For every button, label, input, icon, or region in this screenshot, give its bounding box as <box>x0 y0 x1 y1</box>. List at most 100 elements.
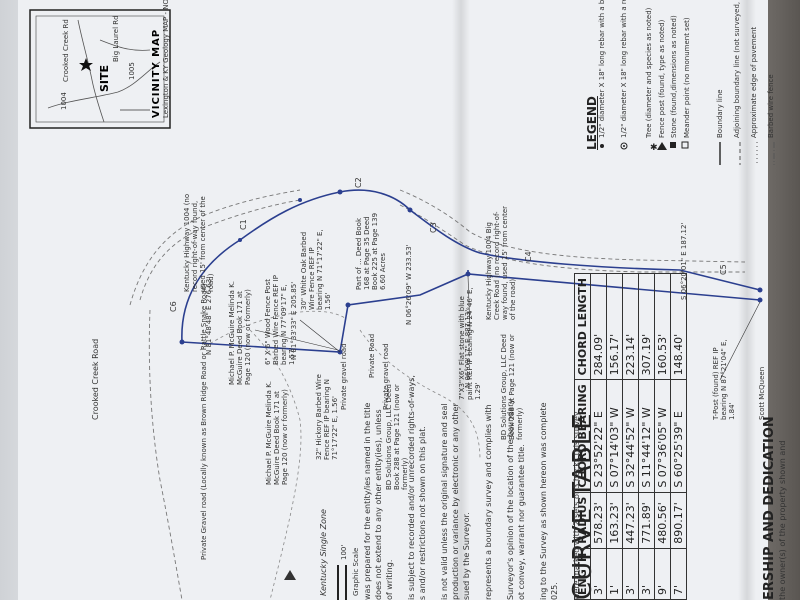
curve-label: C1 <box>239 219 248 230</box>
paper-fold <box>738 0 756 600</box>
north-arrow-icon <box>284 570 296 580</box>
note-line: does not extend to any other entity(ies)… <box>374 409 383 600</box>
curve-label: C3 <box>429 222 438 233</box>
white-oak-label: 30" White Oak Barbed Wire Fence REF IP b… <box>300 229 332 310</box>
curve-label: C2 <box>354 177 363 188</box>
adjoining-boundary <box>399 204 745 273</box>
leader-line <box>719 301 761 381</box>
note-line: is not valid unless the original signatu… <box>440 403 449 600</box>
iron-pin-marker <box>337 189 343 195</box>
table-cell: S 07°36'05" W <box>654 379 671 493</box>
table-cell: 7' <box>670 548 687 600</box>
note-line: is subject to recorded and/or unrecorded… <box>407 375 416 600</box>
note-line: production or variance by electronic or … <box>451 403 460 600</box>
rebar-blue-cap-icon <box>600 144 604 148</box>
note-line <box>527 375 538 600</box>
bearing-label: N 06°26'09" W 233.53' <box>405 244 413 325</box>
note-line <box>560 375 571 600</box>
iron-pin-marker <box>238 238 242 242</box>
iron-pin-marker <box>757 297 763 303</box>
legend-item: Meander point (no monument set) <box>683 17 691 138</box>
note-line: represents a boundary survey and complie… <box>484 404 493 600</box>
legend-item: 1/2" diameter X 18" long rebar with a re… <box>620 0 629 138</box>
vicinity-map-title: VICINITY MAP <box>151 28 162 118</box>
iron-pin-marker <box>465 271 471 277</box>
site-star-icon <box>79 58 93 71</box>
road-label: Crooked Creek Road <box>91 338 100 420</box>
table-cell: 163.23' <box>606 492 623 549</box>
highway-label: Kentucky Highway 1004 Big Creek Road (no… <box>485 205 517 320</box>
iron-pin-marker <box>407 207 413 213</box>
table-cell: 307.19' <box>638 273 655 380</box>
scale-value: 100' <box>340 544 348 560</box>
rebar-red-cap-icon <box>620 142 628 150</box>
vicinity-scale-note: Lexington & KY Geology MAP - NO SCALE <box>162 0 170 118</box>
legend-item: Adjoining boundary line (not surveyed, p… <box>733 0 741 138</box>
table-cell: 480.56' <box>654 492 671 549</box>
note-line: s and/or restrictions not shown on this … <box>418 426 427 600</box>
bearing-label: N 81°48'48" E 276.63' <box>205 276 213 355</box>
curve-label: C4 <box>524 251 533 262</box>
vicinity-road-label: 1005 <box>128 62 136 80</box>
ownership-section: ERSHIP AND DEDICATION the owner(s) of th… <box>762 416 788 600</box>
legend-item: Barbed wire fence <box>767 74 775 138</box>
adjoining-boundary <box>249 329 302 600</box>
legend-items: 1/2" diameter X 18" long rebar with a bl… <box>598 0 607 138</box>
table-cell: S 07°14'03" W <box>606 379 623 493</box>
note-line: ot convey, warrant nor guarantee title. <box>517 444 526 600</box>
note-line: were marked with 2 sets of 3 hacks this … <box>572 411 581 600</box>
vicinity-site-label-group: SITE <box>98 65 111 92</box>
legend-item: Tree (diameter and species as noted) <box>645 7 653 138</box>
note-line: of writing. <box>385 559 394 600</box>
note-line: ing to the Survey as shown hereon was co… <box>539 402 548 600</box>
stone-icon <box>670 142 676 148</box>
table-cell: 890.17' <box>670 492 687 549</box>
meander-point-icon <box>681 141 689 149</box>
note-line: Surveyor's opinion of the location of th… <box>506 398 515 600</box>
surveyor-notes: was prepared for the entity/ies named in… <box>362 375 582 600</box>
table-cell: 1' <box>606 548 623 600</box>
curve-table-wrapper: ENGTH RADIUS CHORD BEARING CHORD LENGTH … <box>574 273 687 600</box>
table-cell: 284.09' <box>590 273 607 380</box>
parcel-label: Part of ... Deed Book 168 at Page 35 Dee… <box>355 212 387 290</box>
vicinity-title-group: VICINITY MAP Lexington & KY Geology MAP … <box>151 0 170 118</box>
note-line: was prepared for the entity/ies named in… <box>363 402 372 600</box>
hickory-label: 32" Hickory Barbed Wire Fence REF IP bea… <box>315 374 339 460</box>
vicinity-road-label: Crooked Creek Rd <box>62 19 70 82</box>
table-cell: 160.53' <box>654 273 671 380</box>
vicinity-road <box>47 61 161 109</box>
tree-icon: ✱ <box>650 143 658 153</box>
highway-label: Kentucky Highway 1004 (no record right-o… <box>183 193 215 292</box>
table-cell: S 60°25'39" E <box>670 379 687 493</box>
table-cell: 447.23' <box>622 492 639 549</box>
legend-item: 1/2" diameter X 18" long rebar with a bl… <box>598 0 607 138</box>
curve-label: C6 <box>169 301 178 312</box>
table-cell: 148.40' <box>670 273 687 380</box>
bearing-label: N 81°33'33" E 205.85' <box>290 281 298 360</box>
vicinity-road-label: 1004 <box>60 92 68 110</box>
road-label: Private Road <box>368 333 376 378</box>
adjoining-boundary <box>199 310 346 351</box>
adjoiner-label: Michael P. McGuire Melinda K. McGuire De… <box>265 380 289 485</box>
iron-pin-marker <box>345 302 351 308</box>
zone-label: Kentucky Single Zone <box>319 509 328 596</box>
boundary-line <box>181 189 761 353</box>
table-cell: 156.17' <box>606 273 623 380</box>
table-cell: 578.23' <box>590 492 607 549</box>
adjoiner-label: Scott McQueen <box>758 366 766 420</box>
adjoining-boundary <box>359 329 481 461</box>
iron-pin-marker <box>179 339 185 345</box>
column-header: CHORD LENGTH <box>574 273 591 380</box>
adjoining-boundary <box>148 309 183 600</box>
table-cell: 3' <box>590 548 607 600</box>
legend-item: Stone (found,dimensions as noted) <box>670 15 678 138</box>
table-cell: S 23°52'22" E <box>590 379 607 493</box>
table-cell: 771.89' <box>638 492 655 549</box>
site-label: SITE <box>98 64 111 92</box>
iron-pin-marker <box>298 198 302 202</box>
